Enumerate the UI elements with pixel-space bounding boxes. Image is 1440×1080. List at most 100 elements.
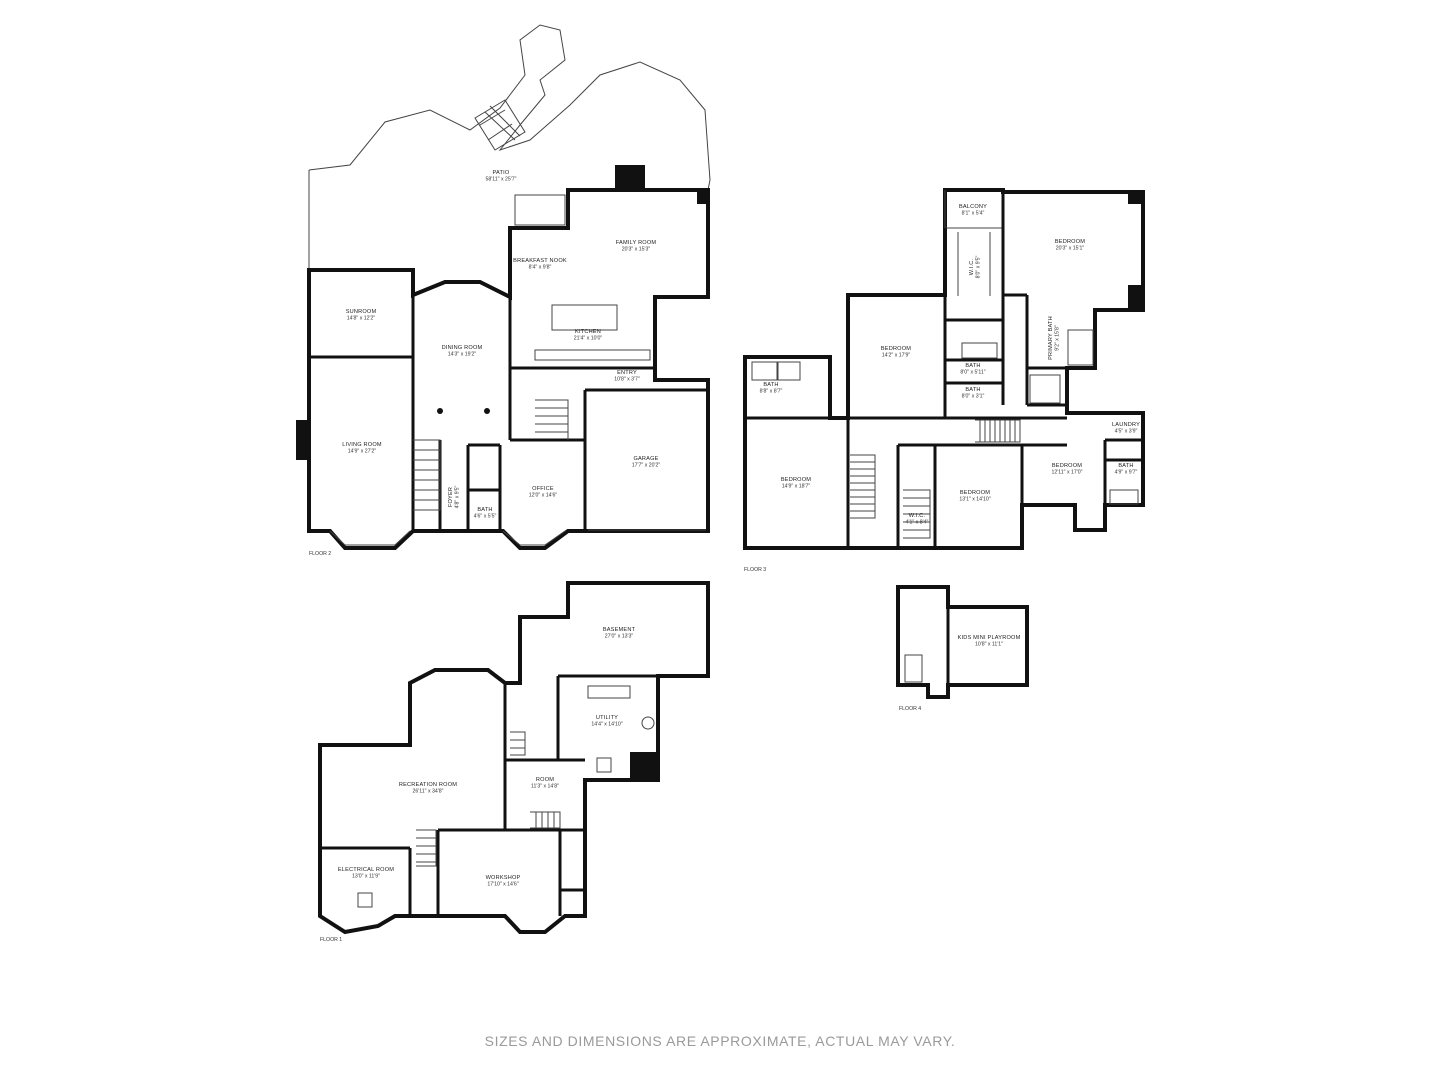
floor-2-plan <box>296 24 711 550</box>
room-dimensions: 13'0" x 11'9" <box>352 874 380 880</box>
room-dimensions: 20'3" x 15'3" <box>622 247 651 253</box>
room-dimensions: 12'11" x 17'0" <box>1052 470 1083 476</box>
room-name: BEDROOM <box>781 477 811 483</box>
room-name: DINING ROOM <box>442 345 483 351</box>
room-name: BATH <box>965 363 980 369</box>
room-dimensions: 8'0" x 3'1" <box>962 394 985 400</box>
room-name: PRIMARY BATH <box>1048 316 1054 360</box>
room-name: BEDROOM <box>1055 239 1085 245</box>
room-name: BATH <box>477 507 492 513</box>
room-name: GARAGE <box>633 456 658 462</box>
room-name: ENTRY <box>617 370 637 376</box>
room-name: BATH <box>965 387 980 393</box>
room-dimensions: 14'9" x 18'7" <box>782 484 811 490</box>
room-name: W.I.C. <box>909 513 926 519</box>
room-dimensions: 9'2" x 15'8" <box>1055 325 1061 351</box>
floor-4-plan <box>896 585 1029 699</box>
room-name: KITCHEN <box>575 329 601 335</box>
room-name: SUNROOM <box>346 309 377 315</box>
room-name: BASEMENT <box>603 627 636 633</box>
room-dimensions: 17'7" x 20'2" <box>632 463 661 469</box>
room-dimensions: 58'11" x 25'7" <box>486 177 517 183</box>
room-dimensions: 4'6" x 5'5" <box>474 514 497 520</box>
room-dimensions: 4'5" x 3'9" <box>1115 429 1138 435</box>
room-dimensions: 4'9" x 9'7" <box>1115 470 1138 476</box>
room-name: RECREATION ROOM <box>399 782 457 788</box>
room-dimensions: 8'1" x 5'4" <box>962 211 985 217</box>
floor-3-plan <box>743 188 1145 550</box>
room-dimensions: 13'1" x 14'10" <box>959 497 990 503</box>
room-name: KIDS MINI PLAYROOM <box>958 635 1021 641</box>
room-name: FOYER <box>448 487 454 507</box>
room-dimensions: 11'3" x 14'8" <box>531 784 559 790</box>
room-name: PATIO <box>493 170 510 176</box>
room-name: BEDROOM <box>960 490 990 496</box>
room-dimensions: 14'8" x 12'2" <box>347 316 376 322</box>
room-dimensions: 20'3" x 15'1" <box>1056 246 1085 252</box>
room-name: BATH <box>1118 463 1133 469</box>
room-dimensions: 10'8" x 11'1" <box>975 642 1003 648</box>
room-name: UTILITY <box>596 715 618 721</box>
floor-label: FLOOR 3 <box>744 567 766 573</box>
room-dimensions: 4'8" x 9'5" <box>455 486 461 509</box>
room-dimensions: 14'2" x 17'9" <box>882 353 911 359</box>
room-name: BREAKFAST NOOK <box>513 258 567 264</box>
room-name: ROOM <box>536 777 554 783</box>
room-dimensions: 17'10" x 14'6" <box>487 882 518 888</box>
room-dimensions: 26'11" x 34'8" <box>413 789 444 795</box>
floor-label: FLOOR 2 <box>309 551 331 557</box>
room-name: LIVING ROOM <box>342 442 382 448</box>
room-dimensions: 8'0" x 9'5" <box>976 256 982 279</box>
room-dimensions: 27'0" x 13'3" <box>605 634 634 640</box>
room-name: BATH <box>763 382 778 388</box>
room-dimensions: 14'3" x 19'2" <box>448 352 477 358</box>
room-dimensions: 8'8" x 8'7" <box>760 389 783 395</box>
room-name: FAMILY ROOM <box>616 240 657 246</box>
room-dimensions: 12'0" x 14'6" <box>529 493 558 499</box>
room-name: W.I.C. <box>969 259 975 276</box>
room-name: BEDROOM <box>881 346 911 352</box>
room-dimensions: 14'4" x 14'10" <box>591 722 622 728</box>
room-label: W.I.C.4'1" x 8'4" <box>906 513 929 526</box>
room-name: BEDROOM <box>1052 463 1082 469</box>
room-dimensions: 10'8" x 3'7" <box>614 377 640 383</box>
room-name: LAUNDRY <box>1112 422 1140 428</box>
room-name: ELECTRICAL ROOM <box>338 867 394 873</box>
room-dimensions: 8'4" x 9'8" <box>529 265 552 271</box>
floor-1-plan <box>318 581 710 935</box>
disclaimer-text: SIZES AND DIMENSIONS ARE APPROXIMATE, AC… <box>484 1033 956 1049</box>
room-name: BALCONY <box>959 204 987 210</box>
floor-label: FLOOR 4 <box>899 706 921 712</box>
room-dimensions: 4'1" x 8'4" <box>906 520 929 526</box>
room-dimensions: 14'9" x 27'2" <box>348 449 377 455</box>
